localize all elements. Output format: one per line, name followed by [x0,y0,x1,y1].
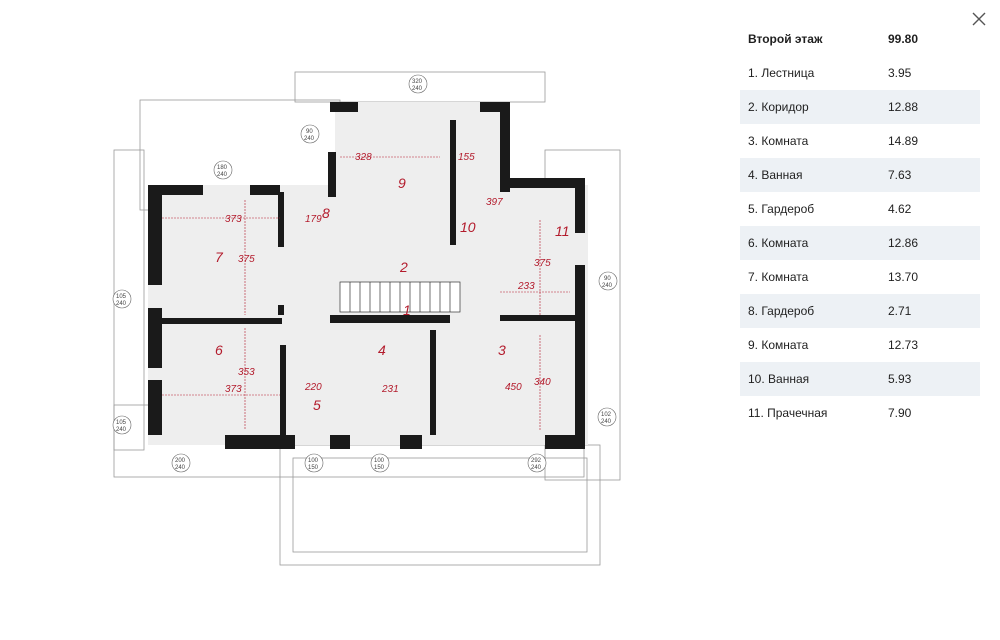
room-number: 6 [215,342,223,358]
room-number: 3 [498,342,506,358]
floor-plan-drawing: 1 2 3 4 5 6 7 8 9 10 11 328 155 373 179 … [112,71,621,566]
table-row: 11. Прачечная 7.90 [740,396,980,430]
window-tag: 150 [374,465,385,471]
room-name: 4. Ванная [748,168,803,182]
window-tag: 240 [531,465,542,471]
window-tag: 200 [175,458,186,464]
dimension-label: 353 [238,367,255,378]
dimension-label: 375 [238,254,255,265]
room-area: 12.88 [888,100,919,114]
room-area: 2.71 [888,304,912,318]
floor-plan: 1 2 3 4 5 6 7 8 9 10 11 328 155 373 179 … [100,60,640,580]
window-tag: 240 [175,465,186,471]
room-name: 7. Комната [748,270,809,284]
dimension-label: 155 [458,152,475,163]
window-tag: 90 [306,129,313,135]
room-area: 5.93 [888,372,912,386]
dimension-label: 220 [304,382,322,393]
window-tag: 105 [116,294,127,300]
room-area: 14.89 [888,134,919,148]
window-tag: 240 [601,419,612,425]
room-area: 4.62 [888,202,912,216]
window-tag: 150 [308,465,319,471]
table-row: 6. Комната 12.86 [740,226,980,260]
room-area: 3.95 [888,66,912,80]
room-area: 12.73 [888,338,919,352]
dimension-label: 179 [305,214,322,225]
dimension-label: 373 [225,384,242,395]
dimension-label: 231 [381,384,399,395]
table-row: 2. Коридор 12.88 [740,90,980,124]
close-icon [972,12,986,26]
window-tag: 240 [116,427,127,433]
room-area-table: Второй этаж 99.80 1. Лестница 3.95 2. Ко… [740,22,980,430]
room-number: 5 [313,397,321,413]
window-tag: 100 [374,458,385,464]
floor-title: Второй этаж [748,32,823,46]
table-row: 4. Ванная 7.63 [740,158,980,192]
dimension-label: 328 [355,152,372,163]
window-tag: 240 [116,301,127,307]
window-tag: 100 [308,458,319,464]
room-number: 1 [403,302,411,318]
room-name: 3. Комната [748,134,809,148]
dimension-label: 340 [534,377,551,388]
room-area: 7.90 [888,406,912,420]
room-number: 8 [322,205,330,221]
window-tag: 102 [601,412,612,418]
room-name: 8. Гардероб [748,304,815,318]
floor-total-area: 99.80 [888,32,919,46]
room-number: 2 [399,259,408,275]
window-tag: 105 [116,420,127,426]
table-row: 1. Лестница 3.95 [740,56,980,90]
room-name: 5. Гардероб [748,202,815,216]
room-number: 11 [555,223,570,239]
dimension-label: 397 [486,197,503,208]
dimension-label: 375 [534,258,551,269]
window-tag: 240 [304,136,315,142]
table-row: 10. Ванная 5.93 [740,362,980,396]
window-tag: 240 [217,172,228,178]
window-tag: 180 [217,165,228,171]
room-name: 6. Комната [748,236,809,250]
room-area: 7.63 [888,168,912,182]
window-tag: 292 [531,458,542,464]
room-area: 13.70 [888,270,919,284]
room-name: 1. Лестница [748,66,815,80]
table-header: Второй этаж 99.80 [740,22,980,56]
close-button[interactable] [968,8,990,30]
room-number: 10 [460,219,476,235]
table-row: 3. Комната 14.89 [740,124,980,158]
room-name: 10. Ванная [748,372,810,386]
window-tag: 90 [604,276,611,282]
room-number: 4 [378,342,386,358]
room-number: 9 [398,175,406,191]
window-tag: 320 [412,79,423,85]
table-row: 8. Гардероб 2.71 [740,294,980,328]
table-row: 5. Гардероб 4.62 [740,192,980,226]
room-name: 2. Коридор [748,100,809,114]
dimension-label: 233 [517,281,535,292]
dimension-label: 450 [505,382,522,393]
table-row: 9. Комната 12.73 [740,328,980,362]
window-tag: 240 [412,86,423,92]
window-tag: 240 [602,283,613,289]
dimension-label: 373 [225,214,242,225]
room-name: 9. Комната [748,338,809,352]
table-row: 7. Комната 13.70 [740,260,980,294]
room-name: 11. Прачечная [748,406,828,420]
room-number: 7 [215,249,224,265]
room-area: 12.86 [888,236,919,250]
